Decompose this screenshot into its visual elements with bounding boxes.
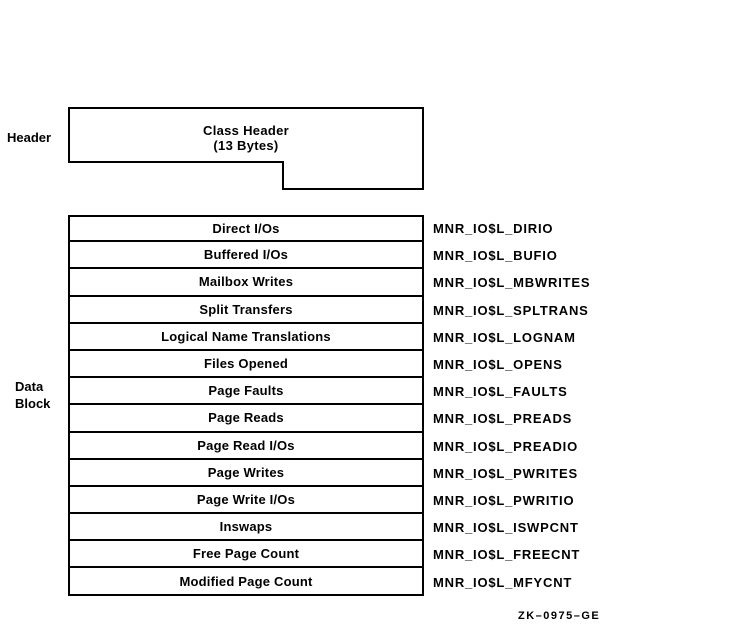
data-row: Split Transfers MNR_IO$L_SPLTRANS <box>68 296 590 324</box>
field-cell: Split Transfers <box>68 296 424 324</box>
field-cell: Page Read I/Os <box>68 432 424 460</box>
data-row: Inswaps MNR_IO$L_ISWPCNT <box>68 514 590 542</box>
field-cell: Logical Name Translations <box>68 323 424 351</box>
class-header-box-step <box>282 161 424 190</box>
field-cell: Buffered I/Os <box>68 242 424 270</box>
field-cell: Files Opened <box>68 350 424 379</box>
data-row: Logical Name Translations MNR_IO$L_LOGNAM <box>68 323 590 351</box>
field-cell: Modified Page Count <box>68 568 424 596</box>
data-row: Mailbox Writes MNR_IO$L_MBWRITES <box>68 269 591 297</box>
class-header-title: Class Header (13 Bytes) <box>203 119 289 153</box>
field-cell: Page Writes <box>68 459 424 487</box>
data-row: Files Opened MNR_IO$L_OPENS <box>68 350 590 379</box>
field-cell: Inswaps <box>68 514 424 542</box>
header-section-label: Header <box>7 130 52 145</box>
symbol-label: MNR_IO$L_FAULTS <box>433 384 568 400</box>
data-row: Page Writes MNR_IO$L_PWRITES <box>68 459 590 487</box>
symbol-label: MNR_IO$L_MBWRITES <box>433 275 591 291</box>
symbol-label: MNR_IO$L_BUFIO <box>433 248 558 264</box>
symbol-label: MNR_IO$L_PWRITES <box>433 465 578 481</box>
data-block-label-line2: Block <box>15 396 51 411</box>
data-row: Modified Page Count MNR_IO$L_MFYCNT <box>68 568 590 596</box>
symbol-label: MNR_IO$L_ISWPCNT <box>433 520 579 536</box>
symbol-label: MNR_IO$L_LOGNAM <box>433 329 576 345</box>
symbol-label: MNR_IO$L_MFYCNT <box>433 574 573 590</box>
data-row: Page Reads MNR_IO$L_PREADS <box>68 405 590 433</box>
data-row: Page Faults MNR_IO$L_FAULTS <box>68 378 590 406</box>
figure-id: ZK–0975–GE <box>518 610 601 622</box>
field-cell: Page Reads <box>68 405 424 433</box>
class-header-box-bottom-edge <box>68 161 284 163</box>
class-header-box: Class Header (13 Bytes) <box>68 107 424 163</box>
symbol-label: MNR_IO$L_DIRIO <box>433 221 554 237</box>
field-cell: Mailbox Writes <box>68 269 424 297</box>
data-block-label-line1: Data <box>15 379 44 394</box>
data-row: Buffered I/Os MNR_IO$L_BUFIO <box>68 242 590 270</box>
symbol-label: MNR_IO$L_SPLTRANS <box>433 302 589 318</box>
data-row: Page Read I/Os MNR_IO$L_PREADIO <box>68 432 590 460</box>
data-row: Direct I/Os MNR_IO$L_DIRIO <box>68 215 590 243</box>
symbol-label: MNR_IO$L_PREADS <box>433 411 573 427</box>
class-header-title-line1: Class Header <box>203 123 289 138</box>
symbol-label: MNR_IO$L_OPENS <box>433 357 563 373</box>
symbol-label: MNR_IO$L_FREECNT <box>433 547 581 563</box>
field-cell: Page Faults <box>68 378 424 406</box>
data-row: Page Write I/Os MNR_IO$L_PWRITIO <box>68 486 590 515</box>
class-header-title-line2: (13 Bytes) <box>213 138 279 153</box>
symbol-label: MNR_IO$L_PREADIO <box>433 438 578 454</box>
field-cell: Free Page Count <box>68 541 424 569</box>
data-row: Free Page Count MNR_IO$L_FREECNT <box>68 541 590 569</box>
field-cell: Direct I/Os <box>68 215 424 243</box>
data-block-section-label: Data Block <box>15 378 50 412</box>
symbol-label: MNR_IO$L_PWRITIO <box>433 492 575 508</box>
field-cell: Page Write I/Os <box>68 486 424 515</box>
